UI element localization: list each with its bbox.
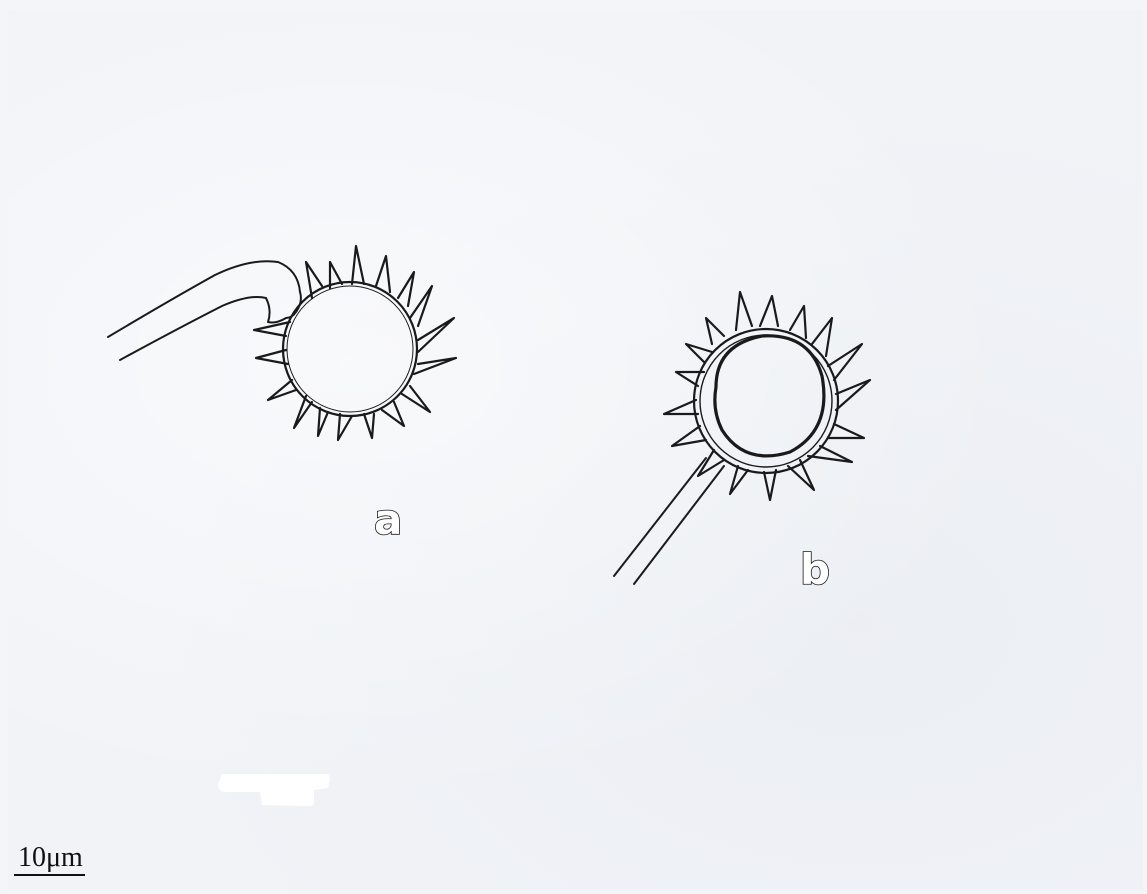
label-a: a (374, 495, 402, 544)
label-b: b (800, 545, 830, 594)
figure-b-hypha (614, 458, 724, 584)
scale-label: 10μm (14, 842, 85, 876)
figure-a-spore (254, 246, 456, 440)
figure-b-spore (664, 292, 870, 500)
figure-a-hypha (108, 261, 301, 360)
